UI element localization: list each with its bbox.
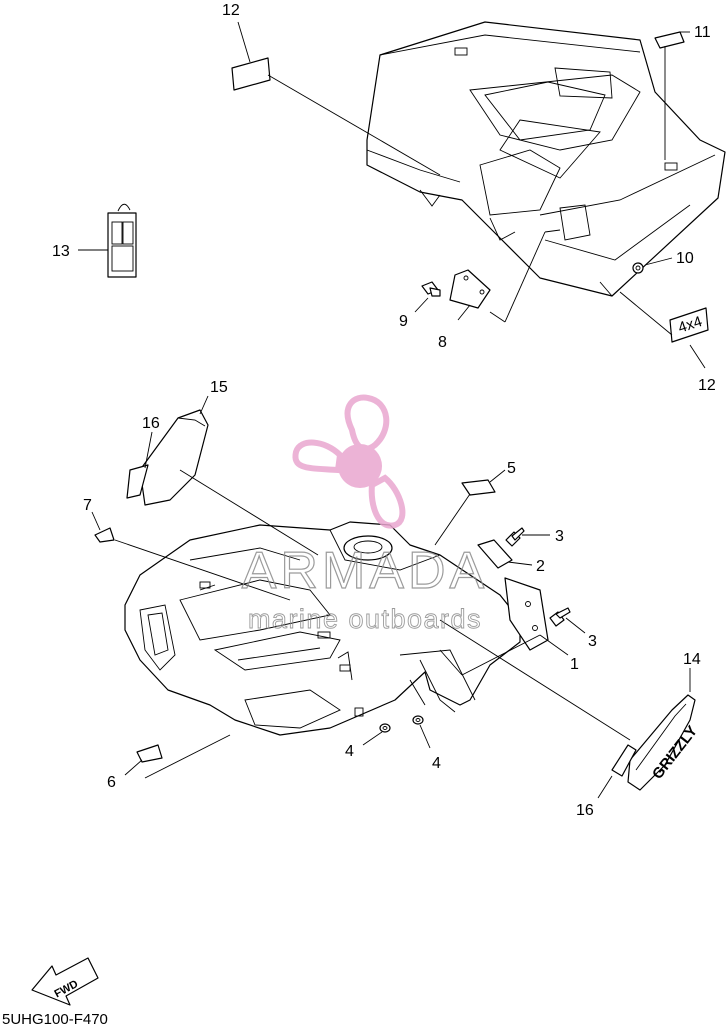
callout-16-right: 16 [576,802,594,819]
callout-12-right: 12 [698,377,716,394]
rear-fender [366,21,726,297]
callout-4-left: 4 [345,743,354,760]
decal-4x4: 4x4 [669,307,709,343]
callout-13: 13 [52,243,70,260]
callout-3-lower: 3 [588,633,597,650]
callouts: 12 11 13 10 9 8 12 15 16 5 7 3 2 3 1 14 … [52,2,716,819]
callout-11: 11 [694,24,711,41]
decal-5 [461,479,496,496]
callout-16-left: 16 [142,415,160,432]
callout-5: 5 [507,460,516,477]
grommet-10 [632,262,644,274]
panel-15 [139,409,209,506]
watermark-tagline: marine outboards [248,604,482,634]
warning-label-13 [107,203,137,278]
callout-3-upper: 3 [555,528,564,545]
callout-2: 2 [536,558,545,575]
bolt-3-upper [505,527,525,547]
grommet-4-right [412,715,424,725]
callout-12-top: 12 [222,2,240,19]
callout-4-right: 4 [432,755,441,772]
emblem-14: GRIZZLY [627,694,701,791]
bolt-3-lower [549,607,571,627]
callout-14: 14 [683,651,701,668]
callout-15: 15 [210,379,228,396]
callout-9: 9 [399,313,408,330]
bracket-2 [477,539,513,569]
decal-6 [136,744,163,763]
front-fender [124,521,521,736]
fwd-arrow-icon: FWD [31,957,99,1006]
bolt-9 [421,281,441,297]
leader-lines [78,21,706,799]
callout-8: 8 [438,334,447,351]
diagram-code: 5UHG100-F470 [2,1011,108,1027]
bracket-8 [449,269,491,309]
callout-1: 1 [570,656,579,673]
decal-7 [94,527,115,543]
decal-16-right [611,744,637,777]
decal-16-left [126,464,149,499]
callout-7: 7 [83,497,92,514]
watermark: ARMADA marine outboards [241,394,488,634]
grommet-4-left [379,723,391,733]
decal-12-top [231,57,271,91]
propeller-logo-icon [292,394,406,529]
bracket-1 [504,577,549,651]
callout-6: 6 [107,774,116,791]
decal-4x4-text: 4x4 [676,313,704,337]
callout-10: 10 [676,250,694,267]
decal-11 [654,31,685,49]
watermark-brand: ARMADA [242,542,488,600]
